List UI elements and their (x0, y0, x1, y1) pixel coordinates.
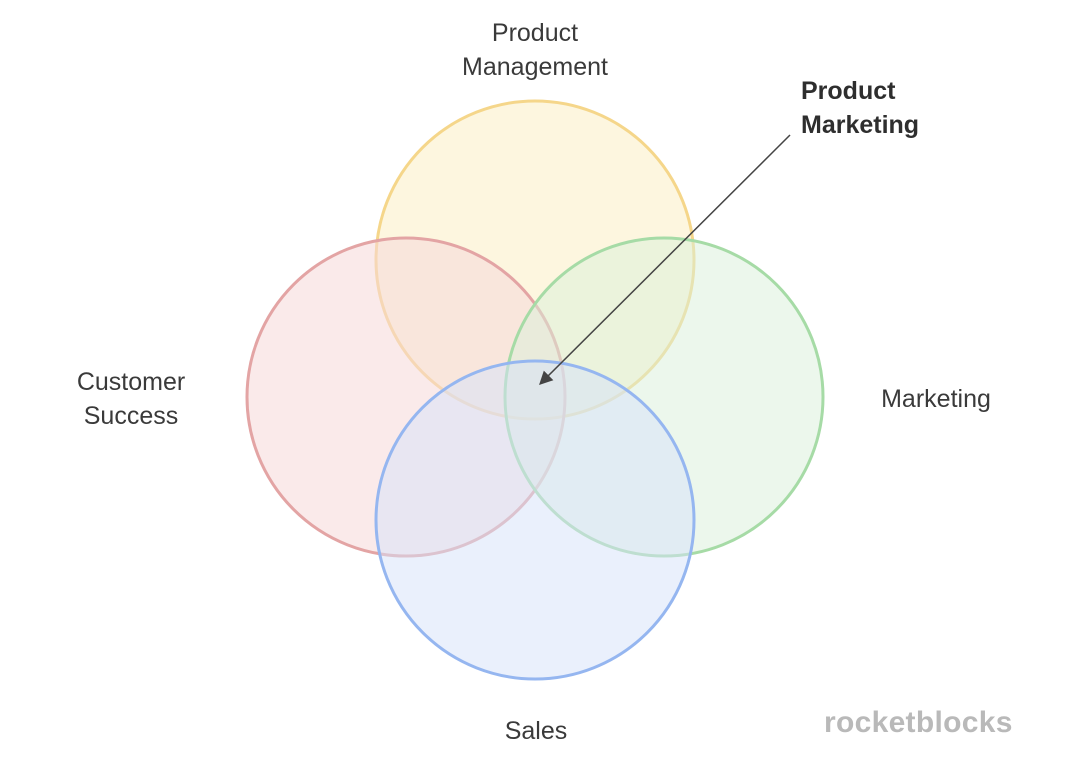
sales-label: Sales (504, 717, 568, 745)
product-marketing-callout-label: Product Marketing (801, 77, 920, 139)
sales-circle (374, 359, 696, 681)
marketing-label: Marketing (881, 385, 991, 413)
product-management-label: Product Management (462, 19, 608, 81)
rocketblocks-logo: rocketblocks (824, 706, 1013, 739)
callout-arrow (539, 134, 791, 385)
customer-success-label: Customer Success (76, 368, 186, 430)
